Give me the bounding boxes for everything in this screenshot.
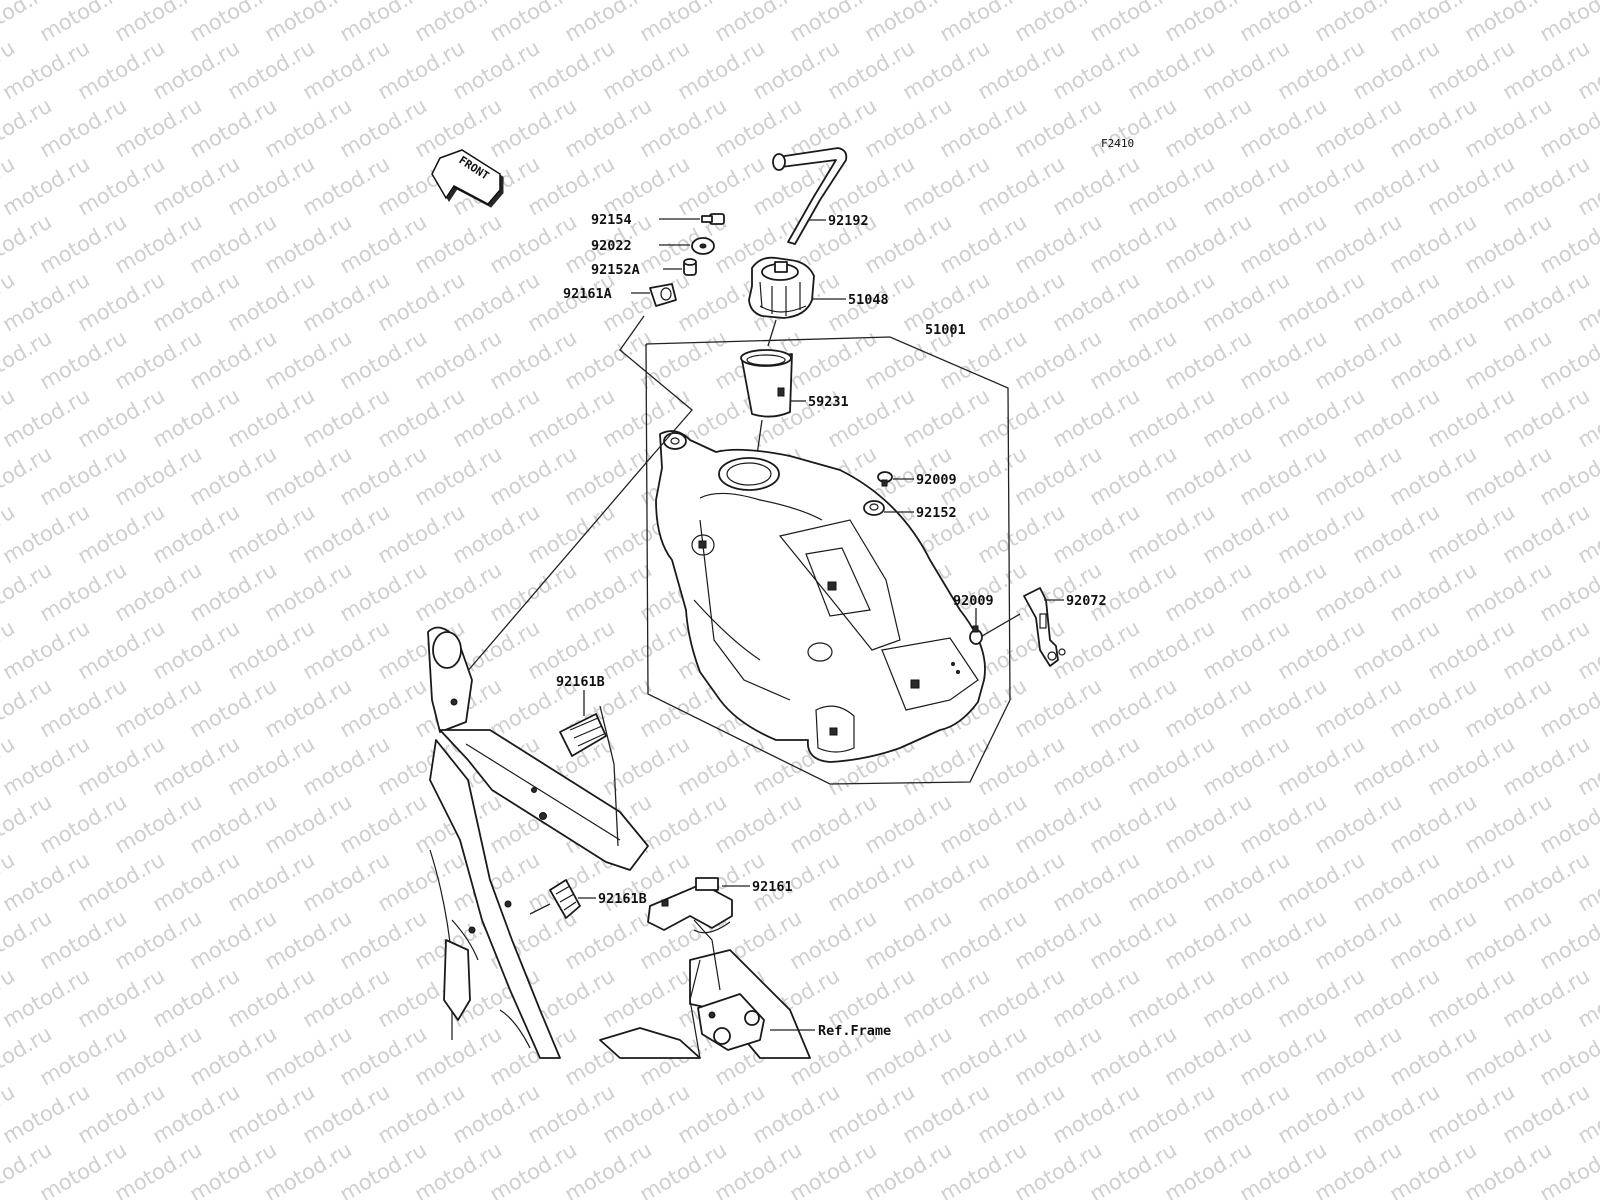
damper-92161B-lower[interactable]	[549, 879, 581, 919]
label-92072: 92072	[1066, 593, 1107, 609]
label-92161B-upper: 92161B	[556, 674, 605, 690]
damper-92161B-upper[interactable]	[559, 713, 607, 757]
label-92192: 92192	[828, 213, 869, 229]
label-92152: 92152	[916, 505, 957, 521]
label-92154: 92154	[591, 212, 632, 228]
fuel-tank-51001[interactable]	[655, 430, 986, 763]
collar-92152A[interactable]	[683, 258, 697, 276]
bolt-92009-top[interactable]	[877, 471, 893, 487]
bolt-92154[interactable]	[701, 213, 725, 225]
front-arrow-icon: FRONT	[431, 149, 504, 208]
label-59231: 59231	[808, 394, 849, 410]
frame-section	[427, 626, 811, 1059]
bolt-92009-side[interactable]	[969, 625, 983, 645]
breather-hose-92192[interactable]	[772, 147, 848, 245]
figure-code: F2410	[1101, 137, 1134, 150]
label-51001: 51001	[925, 322, 966, 338]
label-92161B-lower: 92161B	[598, 891, 647, 907]
strap-92072[interactable]	[1023, 587, 1066, 667]
label-ref-frame: Ref.Frame	[818, 1023, 891, 1039]
damper-92161A[interactable]	[649, 283, 677, 307]
label-92161: 92161	[752, 879, 793, 895]
label-92022: 92022	[591, 238, 632, 254]
filler-neck-59231[interactable]	[740, 349, 793, 418]
label-92009-top: 92009	[916, 472, 957, 488]
label-92161A: 92161A	[563, 286, 612, 302]
label-92152A: 92152A	[591, 262, 640, 278]
fuel-cap-51048[interactable]	[748, 256, 815, 319]
label-92009-side: 92009	[953, 593, 994, 609]
damper-92161[interactable]	[647, 877, 733, 934]
label-51048: 51048	[848, 292, 889, 308]
collar-92152[interactable]	[863, 500, 885, 516]
washer-92022[interactable]	[691, 237, 715, 255]
